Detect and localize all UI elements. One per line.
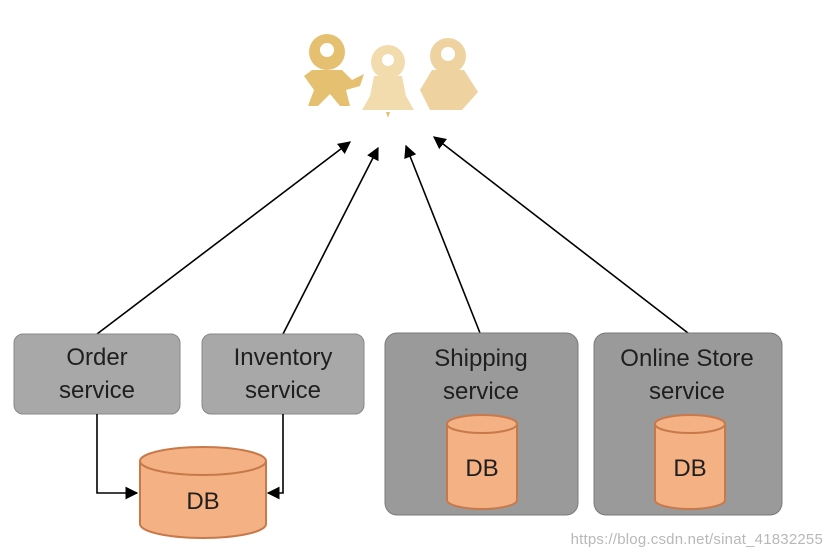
users-icon xyxy=(304,34,478,118)
arrow-order-to-users xyxy=(96,141,352,335)
online-store-service-label-line2: service xyxy=(649,378,725,405)
online-store-service-container: Online Store service DB xyxy=(593,332,783,516)
online-store-db-label: DB xyxy=(673,455,706,482)
shipping-service-label-line2: service xyxy=(443,378,519,405)
inventory-service-label-line2: service xyxy=(245,377,321,404)
inventory-service-label-line1: Inventory xyxy=(234,344,333,371)
inventory-to-db-connector xyxy=(266,414,284,500)
order-service-label-line1: Order xyxy=(66,344,127,371)
inventory-service-box: Inventory service xyxy=(201,333,365,415)
shipping-service-container: Shipping service DB xyxy=(384,332,579,516)
user-icon-1 xyxy=(304,34,364,106)
shared-db-cylinder: DB xyxy=(139,446,267,539)
shared-db-label: DB xyxy=(186,488,219,515)
order-service-box: Order service xyxy=(13,333,181,415)
online-store-db-cylinder: DB xyxy=(654,414,726,510)
watermark: https://blog.csdn.net/sinat_41832255 xyxy=(570,531,823,548)
arrow-online-store-to-users xyxy=(432,136,689,334)
online-store-service-label-line1: Online Store xyxy=(620,345,753,372)
shipping-db-label: DB xyxy=(465,455,498,482)
shipping-service-label-line1: Shipping xyxy=(434,345,527,372)
order-to-db-connector xyxy=(96,414,139,500)
shipping-db-cylinder: DB xyxy=(446,414,518,510)
order-service-label-line2: service xyxy=(59,377,135,404)
arrow-inventory-to-users xyxy=(282,146,379,335)
arrow-shipping-to-users xyxy=(404,144,481,334)
